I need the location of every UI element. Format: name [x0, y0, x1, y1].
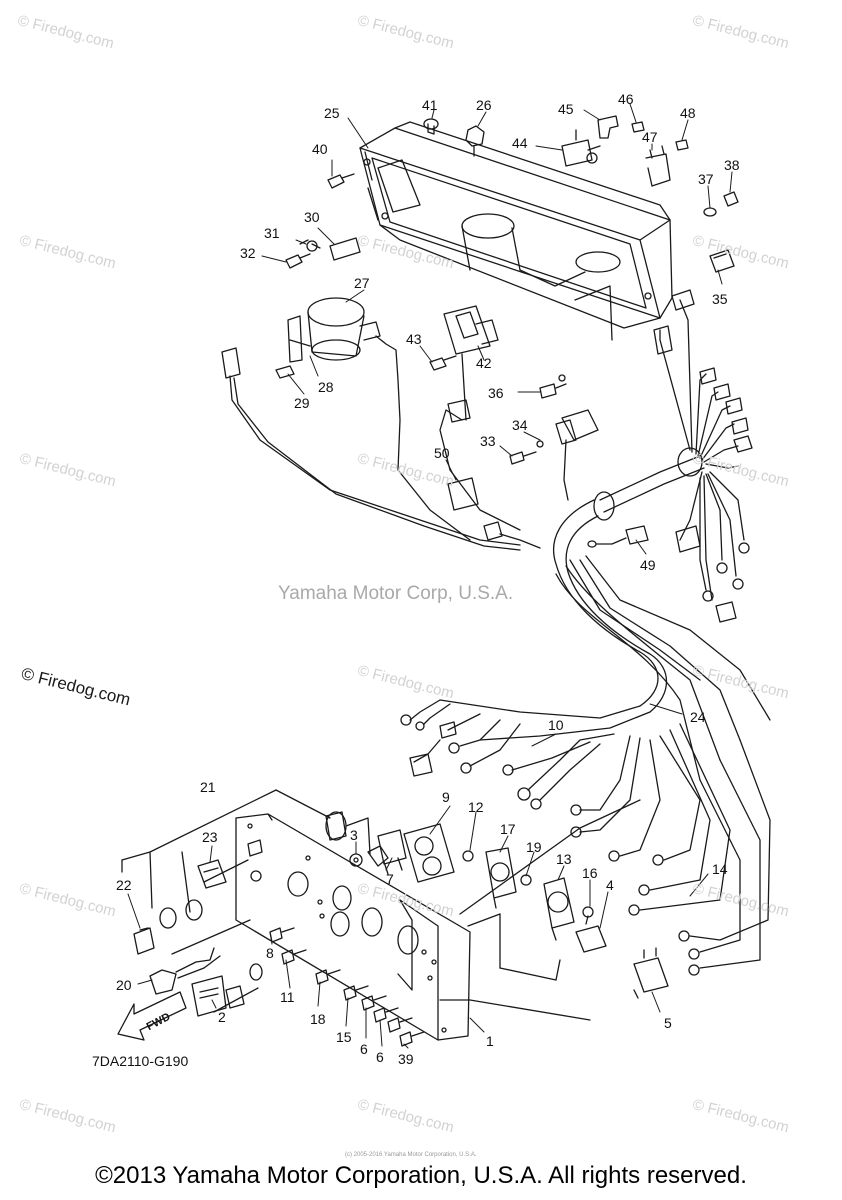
small-print: (c) 2005-2016 Yamaha Motor Corporation, …: [345, 1152, 477, 1158]
part-label: 28: [318, 379, 334, 395]
part-label: 11: [280, 989, 295, 1005]
part-label: 12: [468, 799, 484, 815]
reference-lines: [121, 789, 641, 1021]
part-label: 38: [724, 157, 740, 173]
part-label: 21: [200, 779, 216, 795]
part-label: 49: [640, 557, 656, 573]
fwd-arrow: [117, 991, 187, 1041]
part-label: 16: [582, 865, 598, 881]
left-harness-loop: [221, 347, 521, 551]
part-label: 10: [548, 717, 564, 733]
part-label: 32: [240, 245, 256, 261]
part-label: 43: [406, 331, 422, 347]
part-label: 5: [664, 1015, 672, 1031]
part-label: 15: [336, 1029, 352, 1045]
part-label: 40: [312, 141, 328, 157]
part-label: 29: [294, 395, 310, 411]
upper-hardware: [285, 115, 739, 273]
part-label: 6: [376, 1049, 384, 1065]
part-label: 19: [526, 839, 542, 855]
part-label: 22: [116, 877, 132, 893]
part-label: 8: [266, 945, 274, 961]
part-label: 48: [680, 105, 696, 121]
relay-unit: [429, 305, 521, 531]
part-label: 47: [642, 129, 658, 145]
part-label: 18: [310, 1011, 326, 1027]
part-label: 6: [360, 1041, 368, 1057]
leader-lines: [127, 103, 733, 1049]
part-label: 41: [422, 97, 438, 113]
front-control-panel: [235, 813, 471, 1041]
part-label: 25: [324, 105, 340, 121]
right-wire-fanout: [653, 289, 753, 623]
main-switch: [275, 297, 471, 541]
part-label: 37: [698, 171, 714, 187]
part-label: 35: [712, 291, 728, 307]
part-label: 20: [116, 977, 132, 993]
part-label: 27: [354, 275, 370, 291]
part-label: 44: [512, 135, 528, 151]
middle-wire-ends: [400, 699, 771, 976]
part-label: 13: [556, 851, 572, 867]
center-watermark: Yamaha Motor Corp, U.S.A.: [278, 583, 514, 604]
part-label: 1: [486, 1033, 494, 1049]
part-label: 3: [350, 827, 358, 843]
part-label: 36: [488, 385, 504, 401]
part-label: 24: [690, 709, 706, 725]
part-label: 4: [606, 877, 614, 893]
part-label: 14: [712, 861, 728, 877]
part-label: 42: [476, 355, 492, 371]
part-label: 46: [618, 91, 634, 107]
part-label: 26: [476, 97, 492, 113]
part-label: 7: [386, 871, 394, 887]
part-label: 39: [398, 1051, 414, 1067]
part-label: 23: [202, 829, 218, 845]
part-label: 33: [480, 433, 496, 449]
meter-panel-housing: [359, 121, 673, 341]
part-label: 34: [512, 417, 528, 433]
part-label: 2: [218, 1009, 226, 1025]
panel-components: [133, 811, 669, 1047]
connector-49: [587, 525, 649, 548]
part-label: 17: [500, 821, 516, 837]
part-label: 9: [442, 789, 450, 805]
part-label: 50: [434, 445, 450, 461]
connector-50: [447, 477, 541, 549]
part-label: 30: [304, 209, 320, 225]
part-label: 45: [558, 101, 574, 117]
copyright-notice: ©2013 Yamaha Motor Corporation, U.S.A. A…: [95, 1162, 747, 1189]
part-label: 31: [264, 225, 280, 241]
connector-block: [509, 374, 599, 501]
diagram-code: 7DA2110-G190: [92, 1053, 189, 1069]
